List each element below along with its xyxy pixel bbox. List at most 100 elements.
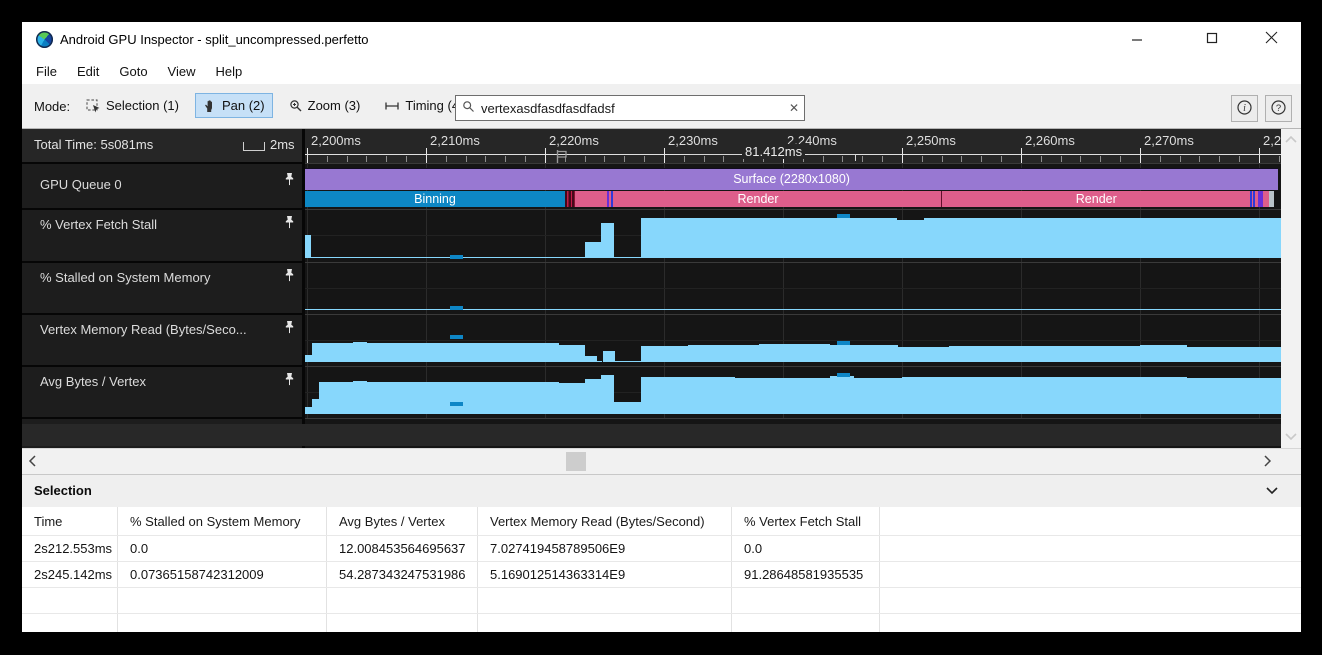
table-cell: 5.169012514363314E9 (478, 562, 732, 587)
maximize-button[interactable] (1203, 30, 1221, 48)
scroll-down-icon[interactable] (1284, 431, 1298, 441)
gpu-slice-blue[interactable] (611, 191, 614, 207)
table-row[interactable] (22, 588, 1301, 614)
mode-button-selection[interactable]: Selection (1) (78, 93, 187, 118)
pin-icon[interactable] (283, 268, 296, 283)
ruler-minor-tick (822, 156, 824, 162)
minimize-button[interactable] (1128, 30, 1146, 48)
table-cell: 2s245.142ms (22, 562, 118, 587)
table-row[interactable] (22, 614, 1301, 632)
selection-panel-header[interactable]: Selection (22, 475, 1301, 507)
scroll-up-icon[interactable] (1284, 135, 1298, 145)
ruler-minor-tick (604, 156, 606, 162)
scroll-left-icon[interactable] (28, 454, 38, 468)
grid-line-vertical (1140, 163, 1141, 418)
gpu-slice-blue[interactable] (1253, 191, 1256, 207)
gpu-slice-blue[interactable] (1250, 191, 1252, 207)
vertical-scrollbar[interactable] (1281, 129, 1301, 448)
column-header[interactable] (880, 507, 1301, 535)
ruler-minor-tick (564, 156, 566, 162)
ruler-minor-tick (981, 156, 983, 162)
ruler-minor-tick (1179, 156, 1181, 162)
vfs-area-segment (584, 242, 602, 258)
gpu-slice-gap[interactable] (565, 191, 575, 207)
scrollbar-thumb[interactable] (566, 452, 586, 471)
close-icon (1265, 31, 1278, 47)
gpu-slice-render[interactable]: Render (942, 191, 1251, 207)
menu-item-file[interactable]: File (36, 63, 57, 79)
gpu-slice-purple[interactable] (1257, 191, 1264, 207)
vmr-area-segment (1187, 346, 1281, 362)
track-row-avg-bytes-vertex[interactable]: Avg Bytes / Vertex (22, 366, 302, 418)
gpu-slice-render[interactable]: Render (575, 191, 942, 207)
table-cell: 7.027419458789506E9 (478, 536, 732, 561)
ruler-minor-tick (326, 156, 328, 162)
column-header[interactable]: Avg Bytes / Vertex (327, 507, 478, 535)
column-header[interactable]: % Vertex Fetch Stall (732, 507, 880, 535)
track-row-vertex-memory-read[interactable]: Vertex Memory Read (Bytes/Seco... (22, 314, 302, 366)
search-clear-icon[interactable]: ✕ (788, 101, 800, 115)
gpu-slice-purple[interactable] (606, 191, 609, 207)
mode-button-timing[interactable]: Timing (4) (376, 93, 471, 118)
pin-icon[interactable] (283, 215, 296, 230)
track-separator (22, 208, 303, 210)
table-cell (118, 588, 327, 613)
vfs-area-segment (641, 217, 898, 258)
horizontal-scrollbar[interactable] (22, 448, 1301, 474)
track-label: GPU Queue 0 (40, 177, 122, 192)
gpu-slice-surface[interactable]: Surface (2280x1080) (305, 168, 1279, 190)
menu-item-edit[interactable]: Edit (76, 63, 100, 79)
track-row-vertex-fetch-stall[interactable]: % Vertex Fetch Stall (22, 209, 302, 262)
avg-area-segment (830, 376, 855, 414)
ruler-tick-label: 2,270ms (1144, 133, 1194, 148)
svg-text:?: ? (1276, 103, 1281, 114)
table-cell (118, 614, 327, 632)
track-row-stalled-system-memory[interactable]: % Stalled on System Memory (22, 262, 302, 314)
search-box[interactable]: ✕ (455, 95, 805, 121)
column-header[interactable]: Time (22, 507, 118, 535)
gpu-slice-render[interactable] (1263, 191, 1269, 207)
ruler-minor-tick (1159, 156, 1161, 162)
ruler-major-tick (545, 148, 546, 163)
ruler-minor-tick (644, 156, 646, 162)
avg-area-segment (305, 407, 313, 414)
chevron-down-icon[interactable] (1265, 486, 1279, 495)
vmr-area-segment (758, 344, 831, 362)
scroll-right-icon[interactable] (1262, 454, 1272, 468)
table-cell: 0.0 (732, 536, 880, 561)
avg-area-segment (559, 382, 585, 414)
gpu-slice-gray[interactable] (1269, 191, 1275, 207)
track-row-gpu-queue-0[interactable]: GPU Queue 0 (22, 163, 302, 209)
pin-icon[interactable] (283, 372, 296, 387)
gpu-slice-render[interactable] (1251, 191, 1254, 207)
ruler-minor-tick (1060, 156, 1062, 162)
menu-item-goto[interactable]: Goto (119, 63, 148, 79)
gpu-slice-render[interactable] (1255, 191, 1258, 207)
selection-panel-title: Selection (34, 483, 92, 498)
ruler-minor-tick (723, 156, 725, 162)
column-header[interactable]: % Stalled on System Memory (118, 507, 327, 535)
pin-icon[interactable] (283, 172, 296, 187)
track-label: Avg Bytes / Vertex (40, 374, 146, 389)
gpu-slice-binning[interactable]: Binning (305, 191, 565, 207)
search-input[interactable] (479, 99, 784, 117)
vmr-selection-tick (837, 341, 851, 346)
gpu-slice-gapline[interactable] (941, 191, 943, 207)
menu-item-view[interactable]: View (167, 63, 196, 79)
ruler-minor-tick (1120, 156, 1122, 162)
pin-icon[interactable] (283, 320, 296, 335)
grid-line-horizontal (305, 340, 1281, 341)
menu-item-help[interactable]: Help (215, 63, 243, 79)
column-header[interactable]: Vertex Memory Read (Bytes/Second) (478, 507, 732, 535)
mode-button-pan[interactable]: Pan (2) (194, 93, 273, 118)
timing-flag-icon[interactable] (556, 149, 569, 164)
ruler-minor-tick (465, 156, 467, 162)
help-button[interactable]: ? (1265, 95, 1292, 122)
close-button[interactable] (1262, 30, 1280, 48)
info-button[interactable]: i (1231, 95, 1258, 122)
mode-button-zoom[interactable]: Zoom (3) (281, 93, 369, 118)
